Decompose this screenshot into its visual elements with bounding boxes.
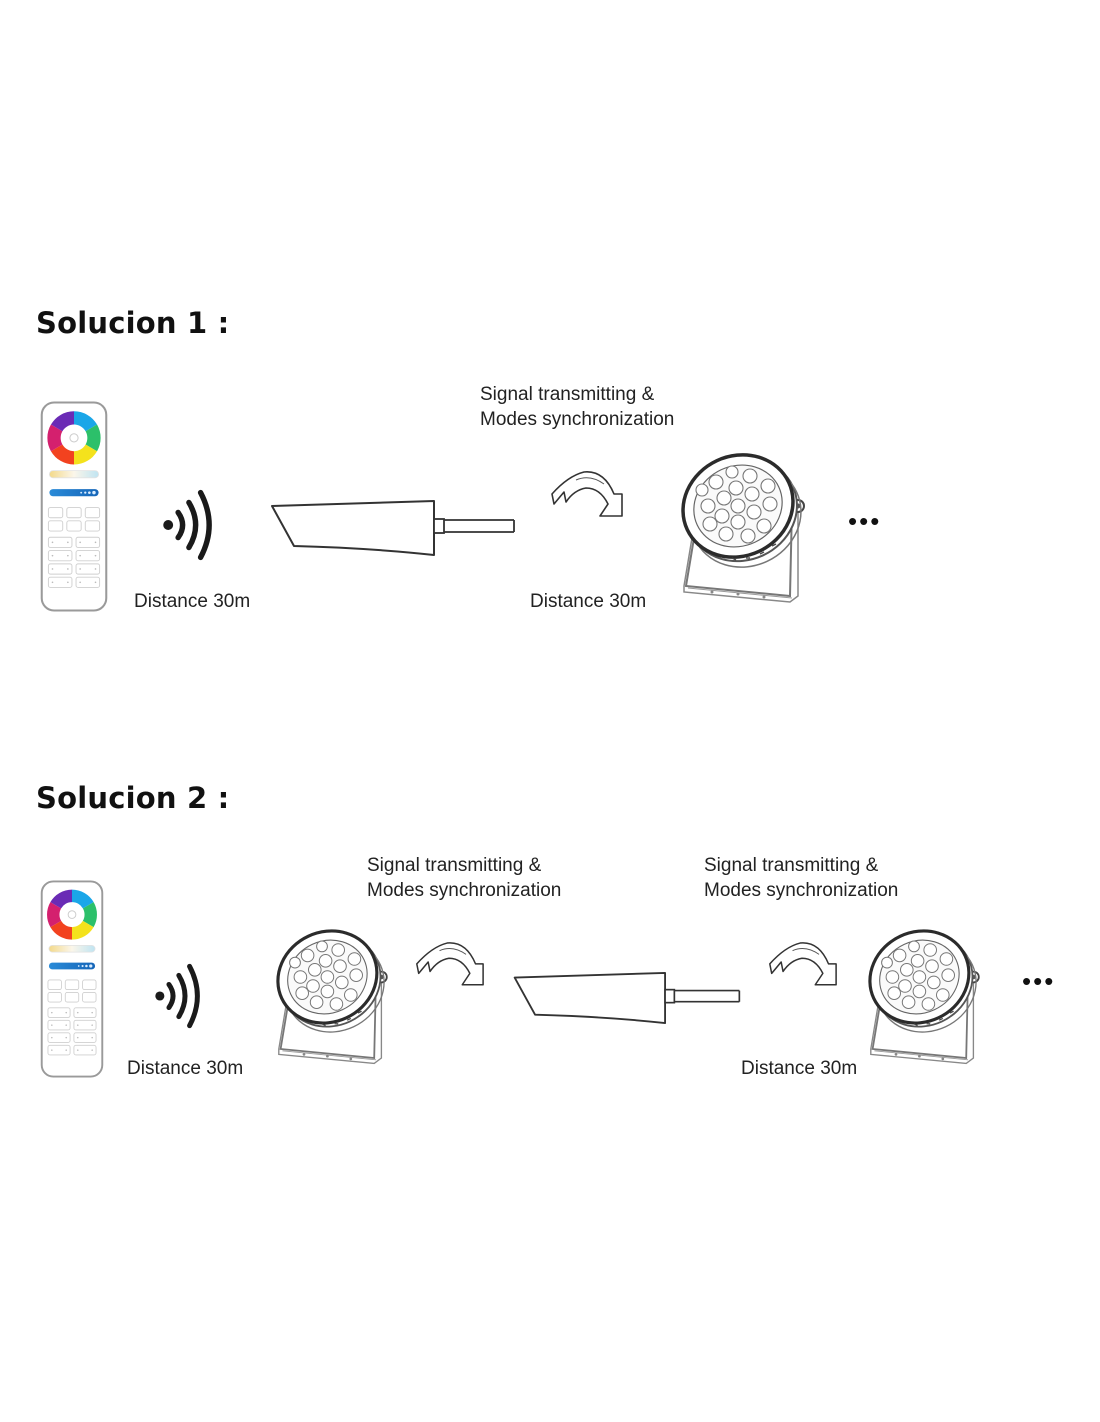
solution-1-title: Solucion 1 :	[36, 306, 230, 340]
wifi-signal-icon	[152, 963, 204, 1029]
ellipsis-icon: •••	[1022, 966, 1056, 996]
sync-caption-line2: Modes synchronization	[480, 409, 675, 430]
remote-control-icon	[40, 401, 108, 612]
spotlight-icon	[672, 446, 812, 604]
signal-amplifier-icon	[513, 972, 741, 1024]
spotlight-icon	[860, 922, 986, 1065]
sync-caption-2: Signal transmitting & Modes synchronizat…	[367, 853, 561, 903]
signal-amplifier-icon	[271, 500, 515, 556]
sync-caption-line2: Modes synchronization	[367, 880, 562, 901]
distance-label-1: Distance 30m	[134, 591, 251, 612]
transfer-arrow-icon	[416, 942, 484, 986]
ellipsis-icon: •••	[848, 506, 882, 536]
sync-caption-line2: Modes synchronization	[704, 880, 899, 901]
solution-2-title: Solucion 2 :	[36, 781, 230, 815]
sync-caption-1: Signal transmitting & Modes synchronizat…	[480, 382, 674, 432]
sync-caption-line1: Signal transmitting &	[480, 384, 655, 405]
sync-caption-line1: Signal transmitting &	[367, 855, 542, 876]
spotlight-icon	[268, 922, 394, 1065]
distance-label-4: Distance 30m	[741, 1058, 858, 1079]
transfer-arrow-icon	[551, 471, 623, 517]
wifi-signal-icon	[160, 489, 216, 561]
distance-label-2: Distance 30m	[530, 591, 647, 612]
sync-caption-3: Signal transmitting & Modes synchronizat…	[704, 853, 898, 903]
distance-label-3: Distance 30m	[127, 1058, 244, 1079]
transfer-arrow-icon	[769, 942, 837, 986]
remote-control-icon	[40, 880, 104, 1078]
sync-caption-line1: Signal transmitting &	[704, 855, 879, 876]
